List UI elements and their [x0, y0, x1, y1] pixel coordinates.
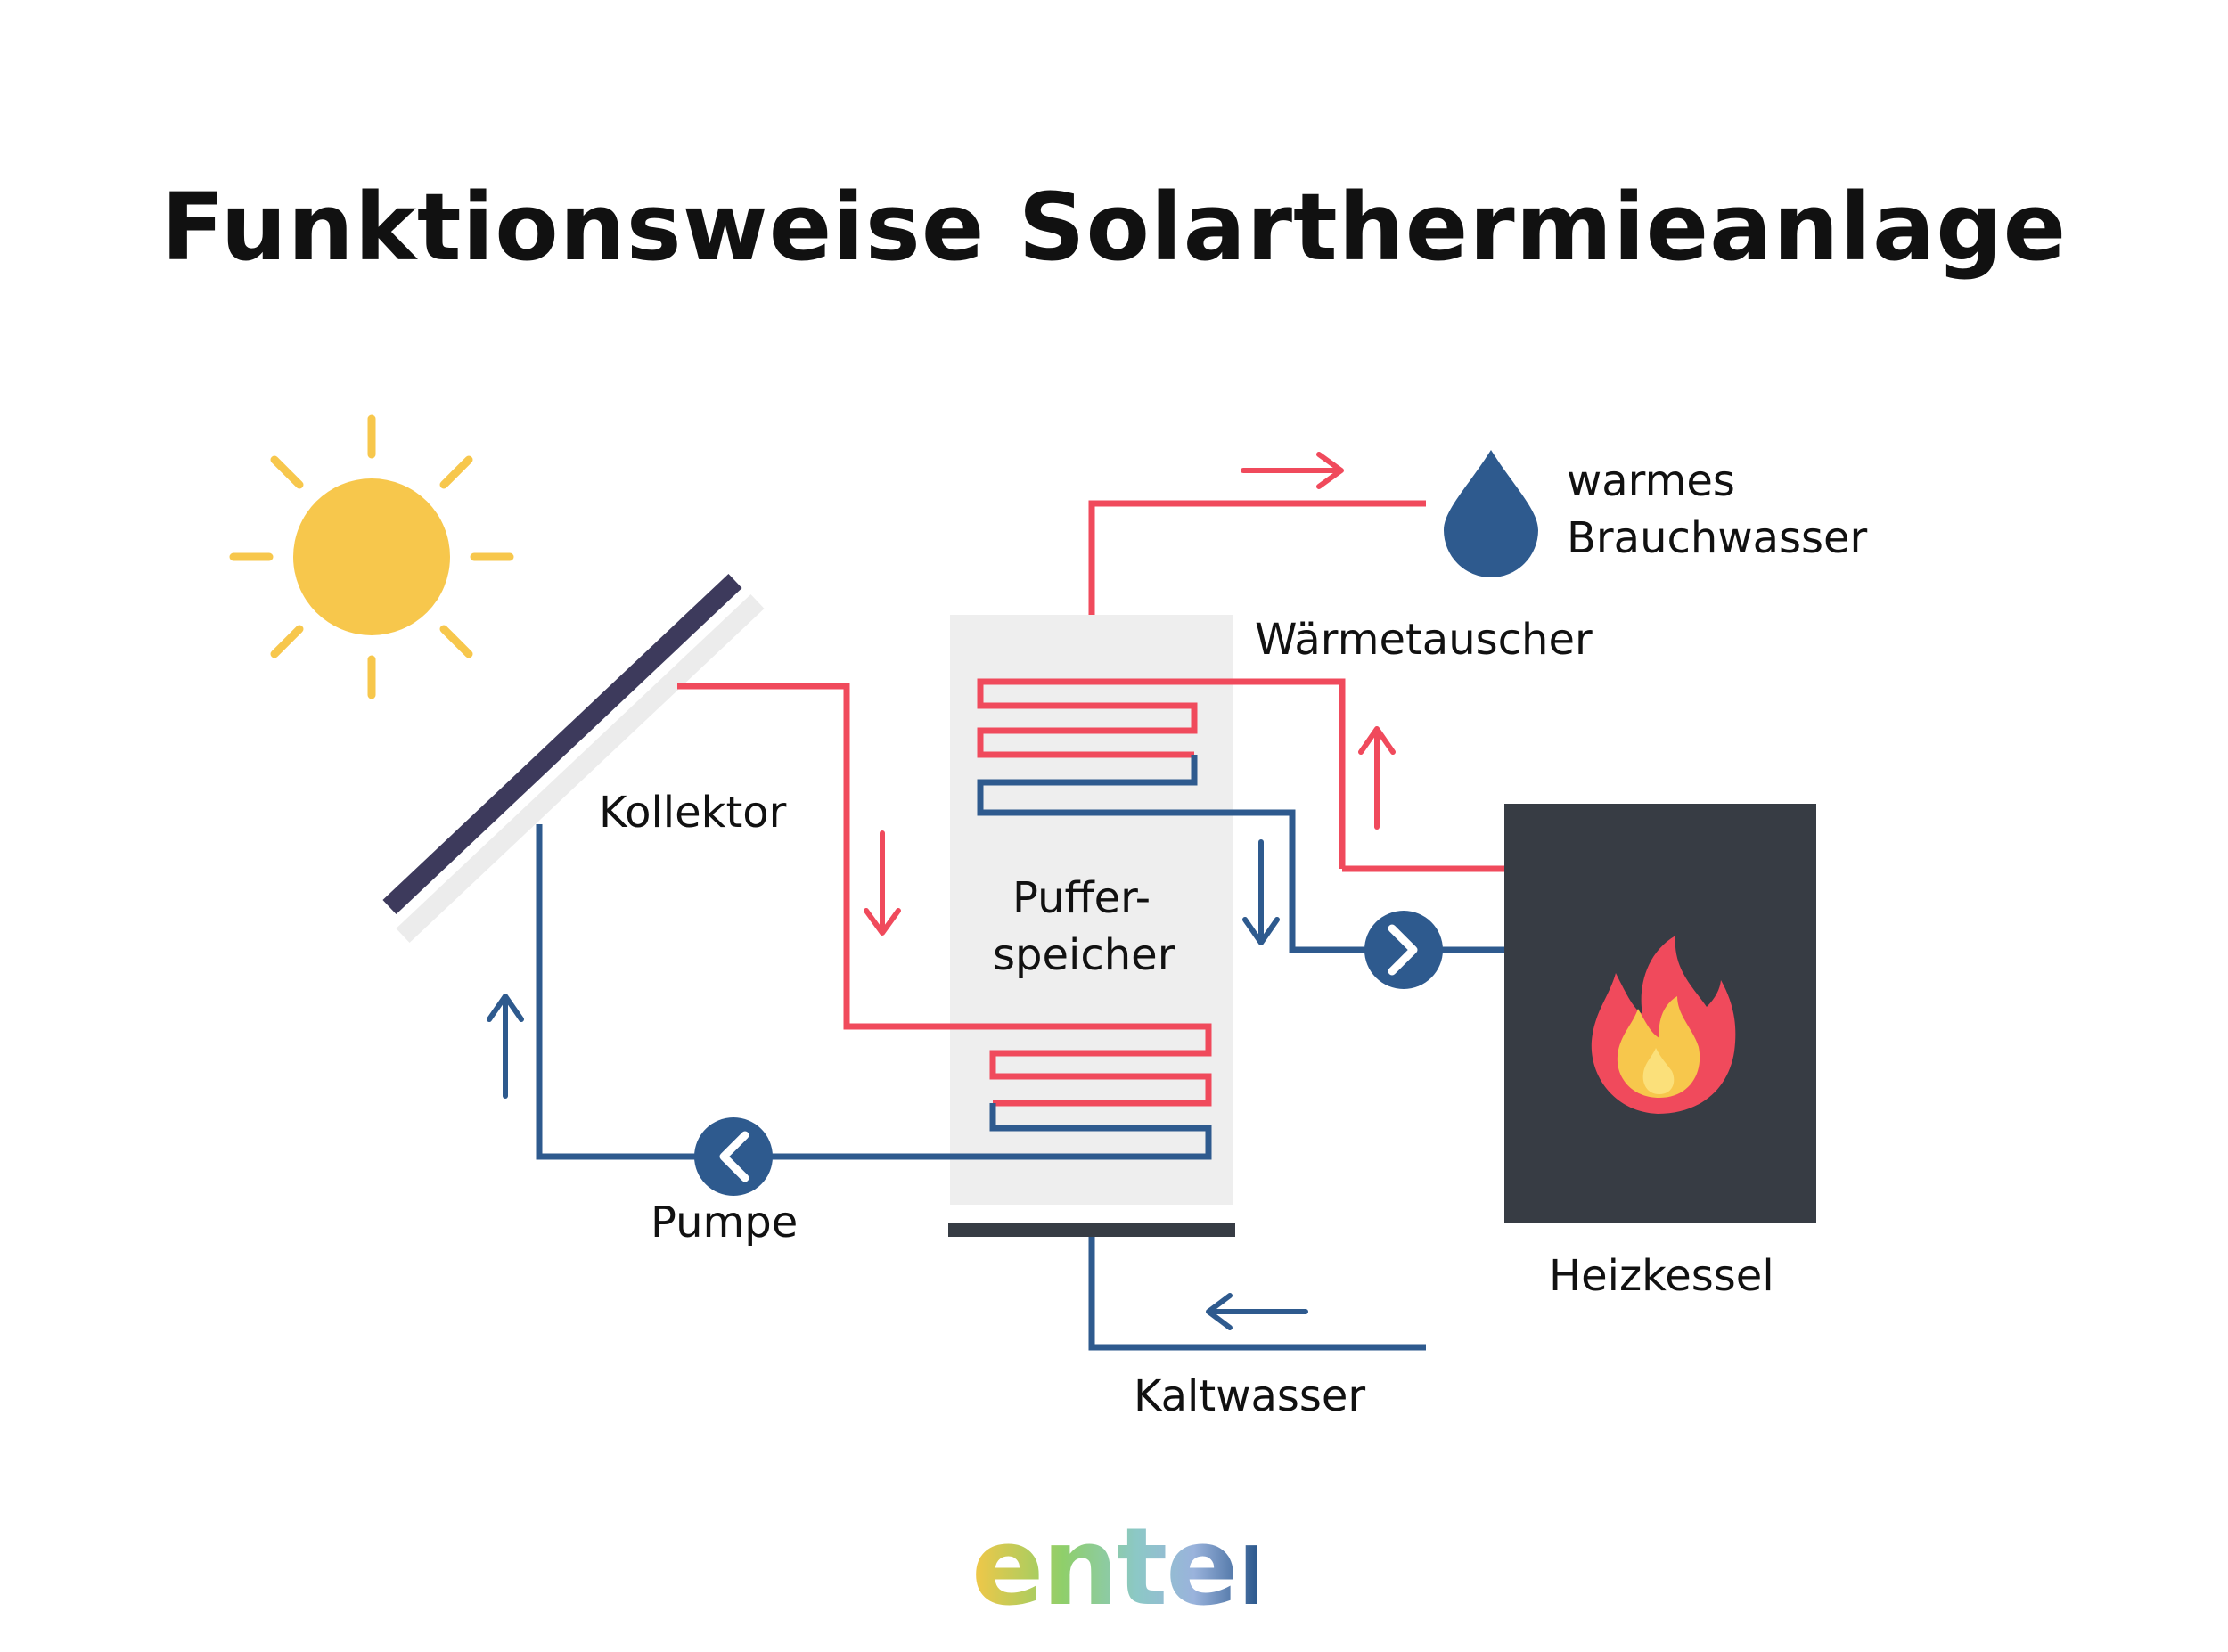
label-heizkessel: Heizkessel — [1549, 1251, 1774, 1301]
label-brauchwasser: Brauchwasser — [1567, 513, 1868, 563]
label-waermetauscher: Wärmetauscher — [1255, 615, 1593, 665]
sun-icon — [229, 414, 514, 699]
buffer-tank — [950, 615, 1233, 1205]
cold-flow-arrows — [487, 839, 1308, 1330]
label-speicher: speicher — [993, 930, 1175, 980]
pump-icon — [1364, 911, 1443, 989]
collector-panel — [382, 573, 765, 944]
label-kaltwasser: Kaltwasser — [1134, 1371, 1366, 1421]
page-title: Funktionsweise Solarthermieanlage — [160, 173, 2068, 282]
tank-base — [948, 1223, 1235, 1237]
label-puffer: Puffer- — [1012, 873, 1151, 923]
label-warmes: warmes — [1567, 456, 1735, 506]
hot-flow-arrows — [864, 452, 1396, 936]
label-kollektor: Kollektor — [599, 788, 787, 838]
enter-logo: enter — [971, 1506, 1290, 1630]
water-drop-icon — [1444, 450, 1538, 577]
hot-pipes — [677, 500, 1504, 1107]
pump-icon — [694, 1117, 773, 1196]
cold-pipes — [536, 755, 1504, 1351]
label-pumpe: Pumpe — [651, 1198, 799, 1247]
flame-icon — [1591, 936, 1736, 1114]
